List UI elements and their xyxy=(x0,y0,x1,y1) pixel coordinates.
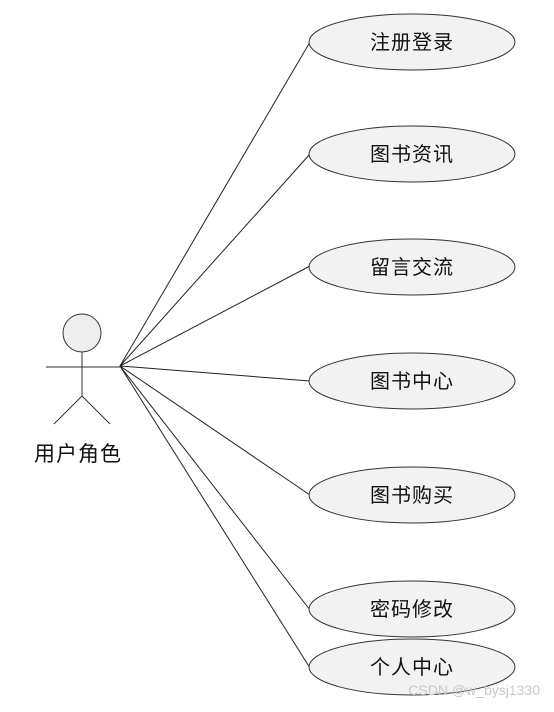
association-line xyxy=(119,365,311,611)
actor-label: 用户角色 xyxy=(34,442,122,466)
use-case-book-news: 图书资讯 xyxy=(308,125,516,183)
actor-figure xyxy=(46,313,120,425)
use-case-book-center: 图书中心 xyxy=(308,352,516,410)
use-case-label: 图书资讯 xyxy=(370,142,454,166)
use-case-label: 密码修改 xyxy=(370,597,454,621)
association-line xyxy=(119,265,311,367)
use-case-password-change: 密码修改 xyxy=(308,580,516,638)
use-case-ellipse xyxy=(308,352,516,410)
watermark: CSDN @w_bysj1330 xyxy=(408,682,540,698)
association-line xyxy=(119,365,311,669)
use-case-label: 留言交流 xyxy=(370,255,454,279)
association-line xyxy=(119,41,311,367)
use-case-label: 图书中心 xyxy=(370,369,454,393)
association-lines xyxy=(119,41,311,669)
use-case-label: 个人中心 xyxy=(370,655,454,679)
association-line xyxy=(119,153,311,367)
use-case-personal-center: 个人中心 xyxy=(308,638,516,696)
use-case-ellipse xyxy=(308,580,516,638)
association-line xyxy=(119,365,311,496)
actor-left-leg xyxy=(53,395,83,425)
use-case-label: 图书购买 xyxy=(370,483,454,507)
use-case-message-exchange: 留言交流 xyxy=(308,238,516,296)
association-line xyxy=(119,365,311,382)
use-case-ellipse xyxy=(308,13,516,71)
actor-right-leg xyxy=(81,395,111,425)
actor-head xyxy=(62,313,102,353)
use-case-ellipse xyxy=(308,466,516,524)
use-case-label: 注册登录 xyxy=(370,30,454,54)
use-case-book-purchase: 图书购买 xyxy=(308,466,516,524)
use-case-register-login: 注册登录 xyxy=(308,13,516,71)
use-case-ellipse xyxy=(308,125,516,183)
use-case-ellipse xyxy=(308,238,516,296)
use-case-ellipse xyxy=(308,638,516,696)
